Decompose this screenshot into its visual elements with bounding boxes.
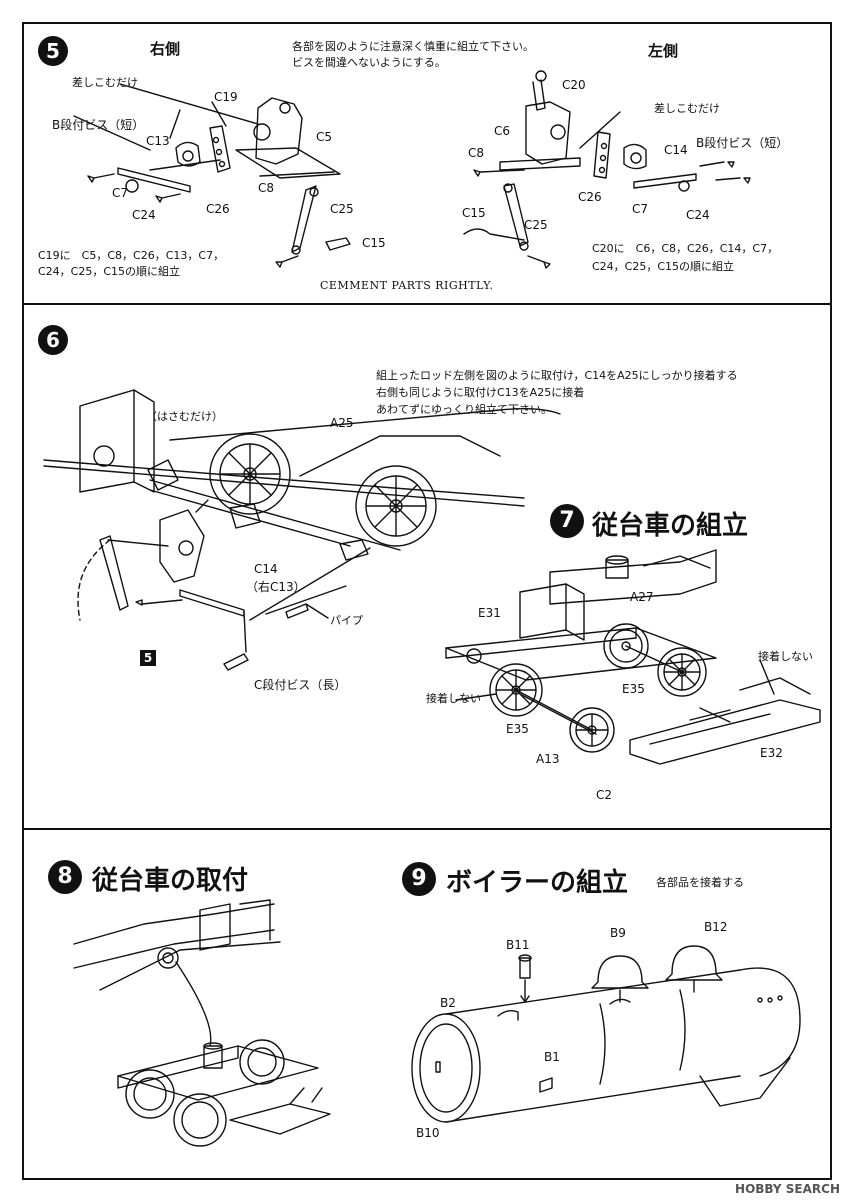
step9-subtitle: 各部品を接着する <box>656 876 744 889</box>
part-label-c7: C7 <box>112 186 129 200</box>
step5-right-instruction-line1: C19に C5，C8，C26，C13，C7， <box>38 249 225 262</box>
part-label-c2: C2 <box>596 788 613 802</box>
part-label-c6: C6 <box>494 124 511 138</box>
pipe-label: パイプ <box>330 614 363 627</box>
part-label-b12: B12 <box>704 920 728 934</box>
step7-title: 従台車の組立 <box>592 511 749 541</box>
ref-step5-badge: 5 <box>140 650 156 666</box>
part-label-b11: B11 <box>506 938 530 952</box>
divider-7-8 <box>22 828 832 830</box>
step6-note-line2: 右側も同じように取付けC13をA25に接着 <box>376 386 585 399</box>
step5-left-rod-assembly-drawing <box>463 70 751 269</box>
part-label-a13: A13 <box>536 752 560 766</box>
part-label-c24: C24 <box>132 208 156 222</box>
part-label-c15-left: C15 <box>462 206 486 220</box>
watermark: HOBBY SEARCH <box>735 1182 840 1196</box>
part-label-b2: B2 <box>440 996 456 1010</box>
step5-left-side-label: 左側 <box>648 42 679 60</box>
part-label-c14: C14 <box>254 562 278 576</box>
part-label-c14-left: C14 <box>664 143 688 157</box>
part-label-a25: A25 <box>330 416 354 430</box>
part-label-c8-left: C8 <box>468 146 485 160</box>
part-label-c25-left: C25 <box>524 218 548 232</box>
step5-note-line2: ビスを間違へないようにする。 <box>292 56 446 69</box>
step7-number: 7 <box>550 504 584 538</box>
step5-left-screw: B段付ビス（短） <box>696 136 789 150</box>
step5-number: 5 <box>38 36 68 66</box>
step5-left-instruction-line1: C20に C6，C8，C26，C14，C7， <box>592 242 779 255</box>
part-label-c19: C19 <box>214 90 238 104</box>
no-glue-label-right: 接着しない <box>758 650 813 663</box>
step5-right-rod-assembly-drawing <box>73 83 351 268</box>
step5-left-instruction-line2: C24，C25，C15の順に組立 <box>592 260 735 273</box>
step8-number: 8 <box>48 860 82 894</box>
part-label-b1: B1 <box>544 1050 560 1064</box>
part-label-b9: B9 <box>610 926 626 940</box>
step5-right-insert-only: 差しこむだけ <box>72 76 138 89</box>
step8-title: 従台車の取付 <box>92 866 249 896</box>
step6-clip-only: （はさむだけ） <box>146 410 223 423</box>
part-label-c20: C20 <box>562 78 586 92</box>
part-label-c5: C5 <box>316 130 333 144</box>
step5-caption-en: CEMMENT PARTS RIGHTLY. <box>320 279 494 292</box>
page-frame <box>22 22 832 1180</box>
step6-screw: C段付ビス（長） <box>254 678 347 692</box>
step9-boiler-drawing <box>411 945 801 1123</box>
step5-note-line1: 各部を図のように注意深く慎重に組立て下さい。 <box>292 40 534 53</box>
part-label-e35-right: E35 <box>622 682 645 696</box>
part-label-c13: C13 <box>146 134 170 148</box>
step6-number: 6 <box>38 325 68 355</box>
part-label-c26-left: C26 <box>578 190 602 204</box>
divider-5-6 <box>22 303 832 305</box>
step6-note-line3: あわてずにゆっくり組立て下さい。 <box>376 403 552 416</box>
step5-right-instruction-line2: C24，C25，C15の順に組立 <box>38 265 181 278</box>
part-label-b10: B10 <box>416 1126 440 1140</box>
step8-truck-attachment-drawing <box>73 899 331 1147</box>
part-label-c8: C8 <box>258 181 275 195</box>
part-label-c7-left: C7 <box>632 202 649 216</box>
step6-note-line1: 組上ったロッド左側を図のように取付け，C14をA25にしっかり接着する <box>376 369 738 382</box>
step7-trailing-truck-drawing <box>445 549 821 765</box>
part-label-e32: E32 <box>760 746 783 760</box>
step6-locomotive-frame-drawing <box>43 389 561 671</box>
step5-left-insert-only: 差しこむだけ <box>654 102 720 115</box>
step9-number: 9 <box>402 862 436 896</box>
step5-right-side-label: 右側 <box>150 40 181 58</box>
part-label-c26: C26 <box>206 202 230 216</box>
part-label-c25: C25 <box>330 202 354 216</box>
part-label-c15: C15 <box>362 236 386 250</box>
part-label-c24-left: C24 <box>686 208 710 222</box>
part-label-c13-right: （右C13） <box>246 580 306 594</box>
part-label-e31: E31 <box>478 606 501 620</box>
part-label-e35-left: E35 <box>506 722 529 736</box>
step5-right-screw: B段付ビス（短） <box>52 118 145 132</box>
step9-title: ボイラーの組立 <box>446 868 629 898</box>
no-glue-label-left: 接着しない <box>426 692 481 705</box>
